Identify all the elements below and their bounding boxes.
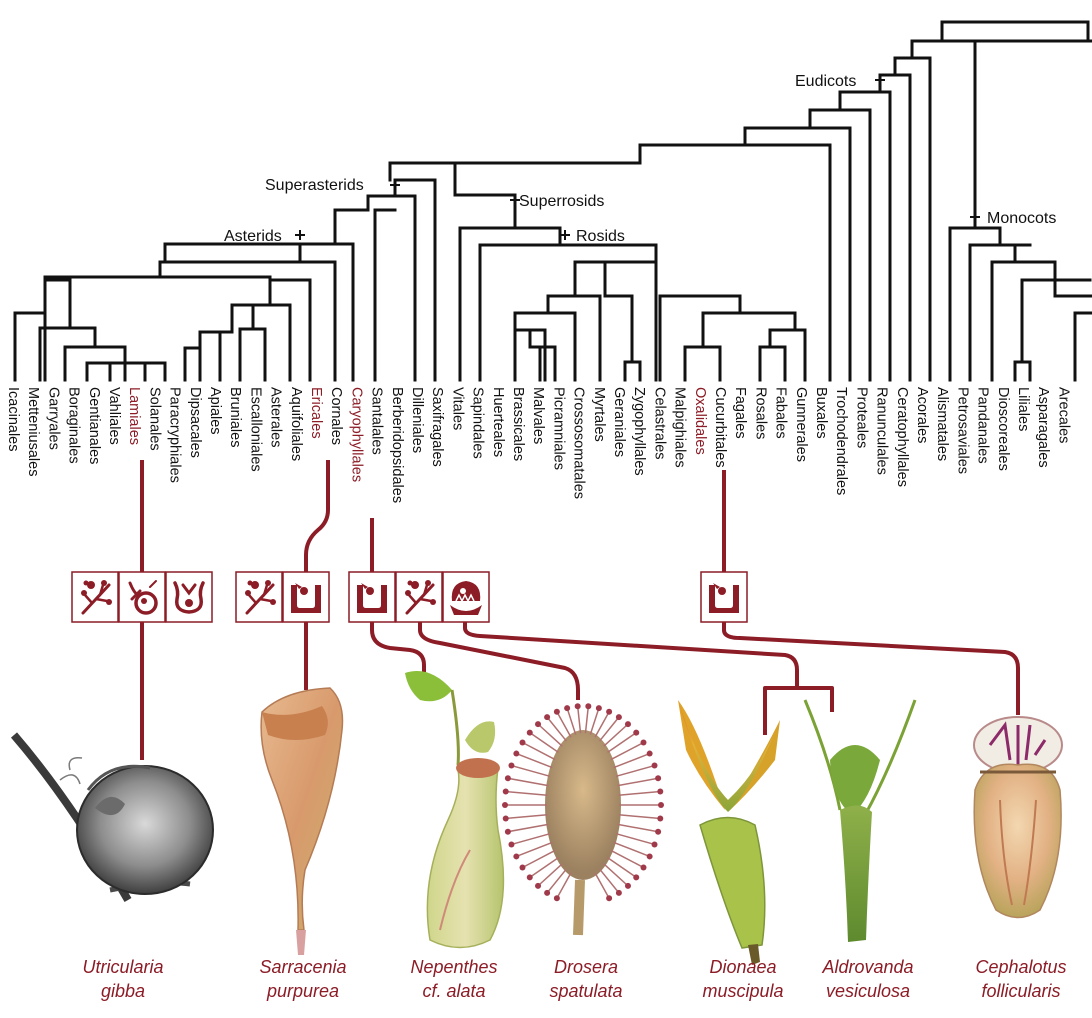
- order-label-cucurbitales: Cucurbitales: [712, 387, 728, 468]
- order-label-gentianales: Gentianales: [86, 387, 102, 464]
- species-name-line2: follicularis: [981, 981, 1060, 1001]
- order-label-cornales: Cornales: [328, 387, 344, 445]
- utricularia-gibba-image: [10, 732, 214, 903]
- order-label-brassicales: Brassicales: [510, 387, 526, 461]
- flypaper-trap-icon: [395, 571, 443, 623]
- order-label-buxales: Buxales: [813, 387, 829, 439]
- order-label-icacinales: Icacinales: [5, 387, 21, 451]
- order-label-asparagales: Asparagales: [1035, 387, 1051, 468]
- order-label-lamiales: Lamiales: [126, 387, 142, 445]
- order-label-vitales: Vitales: [449, 387, 465, 430]
- order-label-malvales: Malvales: [530, 387, 546, 444]
- suction-trap-icon: [118, 571, 166, 623]
- order-label-rosales: Rosales: [752, 387, 768, 439]
- order-label-malpighiales: Malpighiales: [672, 387, 688, 468]
- aldrovanda-vesiculosa-image: [803, 699, 917, 942]
- order-label-santalales: Santalales: [369, 387, 385, 455]
- flypaper-trap-icon: [235, 571, 283, 623]
- drosera-spatulata-image: [502, 703, 664, 936]
- cephalotus-follicularis-image: [973, 716, 1063, 919]
- order-label-ceratophyllales: Ceratophyllales: [894, 387, 910, 487]
- trap-icons-ericales: [235, 571, 330, 623]
- order-label-boraginales: Boraginales: [66, 387, 82, 464]
- sarracenia-purpurea-image: [260, 687, 344, 955]
- order-label-zygophyllales: Zygophyllales: [631, 387, 647, 476]
- species-name-line1: Aldrovanda: [821, 957, 913, 977]
- order-label-dipsacales: Dipsacales: [187, 387, 203, 458]
- species-name-line1: Nepenthes: [410, 957, 497, 977]
- order-label-myrtales: Myrtales: [591, 387, 607, 442]
- order-label-celastrales: Celastrales: [651, 387, 667, 460]
- clade-label-eudicots: Eudicots: [795, 73, 856, 90]
- order-label-ericales: Ericales: [308, 387, 324, 439]
- order-label-dioscoreales: Dioscoreales: [995, 387, 1011, 471]
- phylogenetic-tree: [13, 20, 1092, 382]
- order-label-gunnerales: Gunnerales: [793, 387, 809, 462]
- eel-trap-icon: [165, 571, 213, 623]
- order-label-metteniusales: Metteniusales: [25, 387, 41, 476]
- clade-label-superrosids: Superrosids: [519, 193, 604, 210]
- order-label-picramniales: Picramniales: [550, 387, 566, 470]
- species-name-line1: Drosera: [554, 957, 618, 977]
- order-label-proteales: Proteales: [853, 387, 869, 448]
- species-name-line2: purpurea: [266, 981, 339, 1001]
- species-name-line1: Dionaea: [709, 957, 776, 977]
- order-label-liliales: Liliales: [1015, 387, 1031, 431]
- trap-icons-oxalidales: [700, 571, 748, 623]
- flypaper-trap-icon: [71, 571, 119, 623]
- order-label-berberidopsidales: Berberidopsidales: [389, 387, 405, 503]
- order-label-trochodendrales: Trochodendrales: [833, 387, 849, 495]
- order-label-acorales: Acorales: [914, 387, 930, 443]
- order-label-asterales: Asterales: [268, 387, 284, 447]
- species-name-line1: Utricularia: [82, 957, 163, 977]
- species-name-line2: muscipula: [702, 981, 783, 1001]
- order-label-aquifoliales: Aquifoliales: [288, 387, 304, 461]
- order-label-ranunculales: Ranunculales: [874, 387, 890, 475]
- species-name-line2: spatulata: [549, 981, 622, 1001]
- order-label-solanales: Solanales: [146, 387, 162, 451]
- clade-label-monocots: Monocots: [987, 210, 1056, 227]
- order-label-petrosaviales: Petrosaviales: [954, 387, 970, 474]
- species-name-line1: Sarracenia: [259, 957, 346, 977]
- order-label-alismatales: Alismatales: [934, 387, 950, 461]
- nepenthes-alata-image: [405, 671, 505, 949]
- order-label-huerteales: Huerteales: [490, 387, 506, 457]
- order-label-saxifragales: Saxifragales: [429, 387, 445, 467]
- order-label-apiales: Apiales: [207, 387, 223, 435]
- order-label-fabales: Fabales: [773, 387, 789, 439]
- trap-icons-lamiales: [71, 571, 213, 623]
- pitfall-trap-icon: [282, 571, 330, 623]
- species-labels: Utricularia gibba Sarracenia purpurea Ne…: [82, 957, 1066, 1001]
- clade-label-rosids: Rosids: [576, 228, 625, 245]
- order-label-oxalidales: Oxalidales: [692, 387, 708, 455]
- order-label-caryophyllales: Caryophyllales: [348, 387, 364, 482]
- species-name-line2: vesiculosa: [826, 981, 910, 1001]
- order-label-crossosomatales: Crossosomatales: [571, 387, 587, 499]
- order-label-dilleniales: Dilleniales: [409, 387, 425, 453]
- clade-node-ticks: [295, 75, 980, 240]
- clade-label-superasterids: Superasterids: [265, 177, 364, 194]
- order-label-paracryphiales: Paracryphiales: [167, 387, 183, 483]
- order-label-vahliales: Vahliales: [106, 387, 122, 445]
- pitfall-trap-icon: [700, 571, 748, 623]
- dionaea-muscipula-image: [678, 700, 780, 965]
- trap-icons-caryophyllales: [348, 571, 490, 623]
- pitfall-trap-icon: [348, 571, 396, 623]
- species-name-line1: Cephalotus: [975, 957, 1066, 977]
- order-label-pandanales: Pandanales: [975, 387, 991, 464]
- order-label-sapindales: Sapindales: [470, 387, 486, 459]
- order-label-fagales: Fagales: [732, 387, 748, 439]
- clade-label-asterids: Asterids: [224, 228, 282, 245]
- species-name-line2: gibba: [101, 981, 145, 1001]
- order-label-escalloniales: Escalloniales: [247, 387, 263, 472]
- order-label-bruniales: Bruniales: [227, 387, 243, 447]
- order-label-geraniales: Geraniales: [611, 387, 627, 457]
- order-label-garryales: Garryales: [45, 387, 61, 450]
- carnivory-connectors: [140, 460, 1020, 760]
- species-name-line2: cf. alata: [422, 981, 485, 1001]
- order-label-arecales: Arecales: [1055, 387, 1071, 443]
